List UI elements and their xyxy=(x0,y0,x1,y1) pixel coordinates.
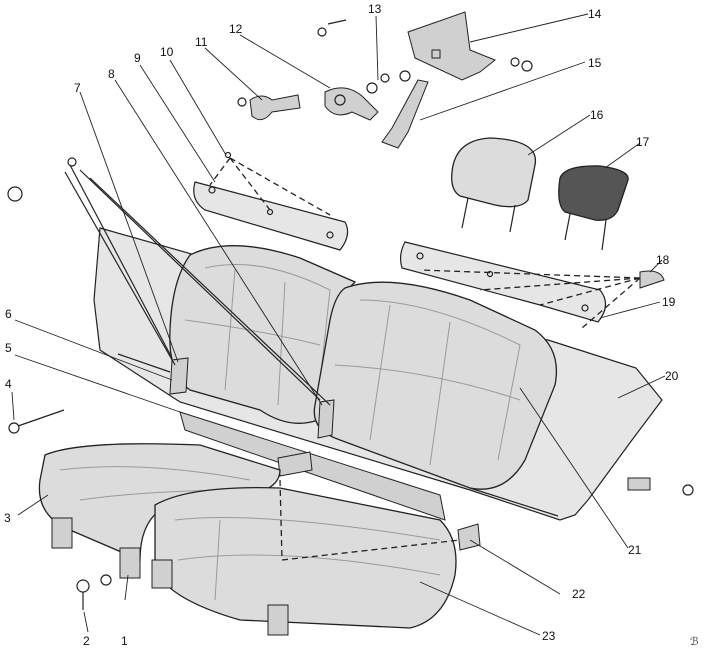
assembly-dashed-lines xyxy=(64,157,641,561)
callout-3: 3 xyxy=(4,511,11,525)
callout-11: 11 xyxy=(195,35,208,49)
headrest-dark xyxy=(558,165,629,251)
latch-panel-left xyxy=(193,181,349,251)
callout-1: 1 xyxy=(121,634,128,648)
callout-23: 23 xyxy=(542,629,556,643)
headrest-light xyxy=(451,137,537,233)
hinge-bar xyxy=(179,411,446,521)
washer-set xyxy=(224,19,533,159)
grommet xyxy=(7,157,77,202)
seat-latch-clips xyxy=(51,517,289,636)
leader-lines xyxy=(11,13,666,636)
backrest-cushion-left xyxy=(169,245,357,424)
callout-2: 2 xyxy=(83,634,90,648)
hinge-left xyxy=(169,357,189,395)
callout-15: 15 xyxy=(588,56,602,70)
callout-16: 16 xyxy=(590,108,604,122)
latch-panel-right xyxy=(399,241,607,323)
callout-14: 14 xyxy=(588,7,602,21)
callout-5: 5 xyxy=(5,341,12,355)
callout-22: 22 xyxy=(572,587,586,601)
callout-6: 6 xyxy=(5,307,12,321)
hinge-bracket-small xyxy=(237,94,301,121)
plug-fastener xyxy=(627,270,694,496)
long-bolt xyxy=(8,409,65,434)
callout-9: 9 xyxy=(134,51,141,65)
bracket-plate xyxy=(407,11,496,81)
callout-labels: 1 2 3 4 5 6 7 8 9 10 11 12 13 14 15 16 1… xyxy=(4,2,699,648)
hinge-right xyxy=(317,399,335,439)
pivot-bracket xyxy=(324,87,379,121)
callout-21: 21 xyxy=(628,543,642,557)
callout-13: 13 xyxy=(368,2,382,16)
seat-side-bracket xyxy=(457,523,481,551)
callout-10: 10 xyxy=(160,45,174,59)
callout-7: 7 xyxy=(74,81,81,95)
backrest-cushion-right xyxy=(313,281,558,490)
callout-19: 19 xyxy=(662,295,676,309)
bolt xyxy=(76,574,112,610)
callout-12: 12 xyxy=(229,22,243,36)
callout-17: 17 xyxy=(636,135,650,149)
support-rod xyxy=(381,79,429,149)
callout-8: 8 xyxy=(108,67,115,81)
callout-20: 20 xyxy=(665,369,679,383)
corner-mark: ℬ xyxy=(690,636,699,648)
callout-4: 4 xyxy=(5,377,12,391)
callout-18: 18 xyxy=(656,253,670,267)
